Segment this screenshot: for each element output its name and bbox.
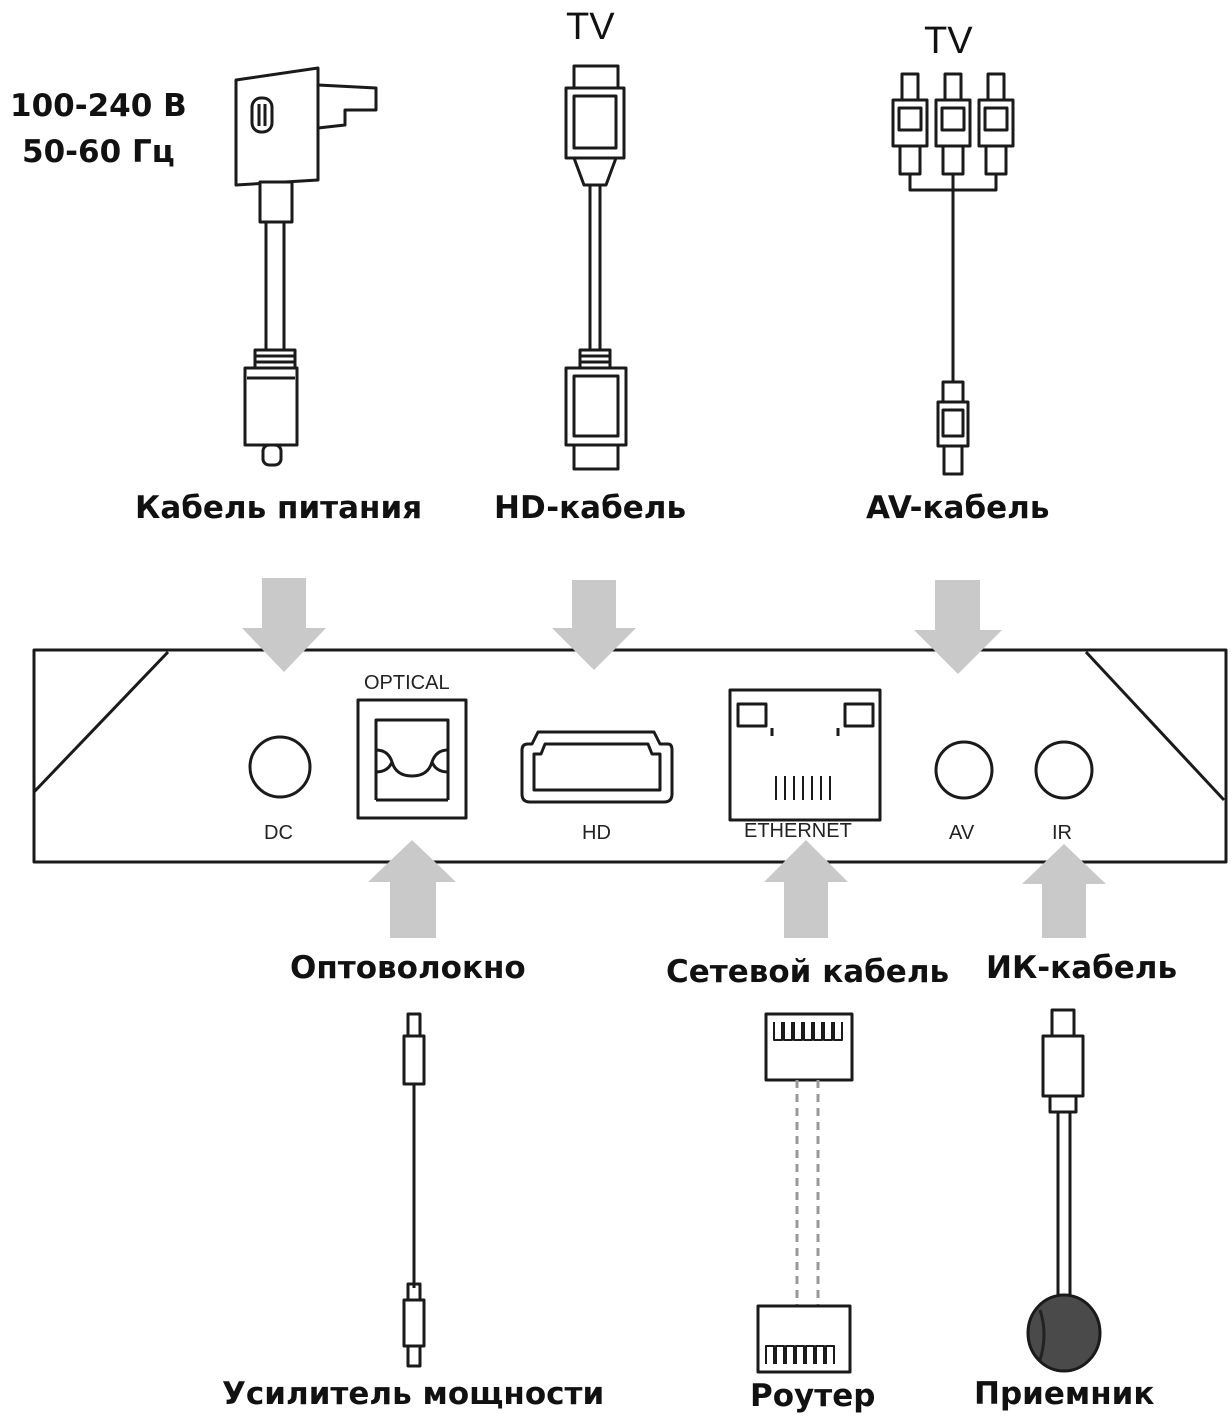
ir-cable-label: ИК-кабель	[986, 950, 1178, 986]
arrow-up-ir	[1022, 844, 1106, 938]
hd-cable-label: HD-кабель	[494, 490, 687, 526]
optical-cable-icon	[402, 1012, 426, 1368]
power-voltage-label: 100-240 В	[10, 88, 187, 124]
network-cable-icon	[756, 1012, 854, 1374]
ir-port-icon	[1034, 740, 1094, 800]
ethernet-port-label: ETHERNET	[744, 820, 852, 842]
network-cable-label: Сетевой кабель	[666, 954, 950, 990]
amplifier-label: Усилитель мощности	[222, 1376, 605, 1412]
arrow-up-ethernet	[764, 840, 848, 938]
av-tv-label: TV	[924, 20, 973, 62]
av-port-label: AV	[949, 822, 975, 844]
hd-port-icon	[520, 730, 674, 804]
av-port-icon	[934, 740, 994, 800]
av-cable-label: AV-кабель	[866, 490, 1050, 526]
power-frequency-label: 50-60 Гц	[22, 134, 175, 170]
ethernet-port-icon	[728, 688, 882, 822]
optical-fiber-label: Оптоволокно	[290, 950, 526, 986]
arrow-down-av	[914, 580, 1002, 674]
av-cable-icon	[891, 72, 1015, 476]
optical-port-icon	[356, 698, 468, 820]
device-rear-panel	[32, 648, 1228, 864]
arrow-up-optical	[368, 840, 456, 938]
hd-cable-icon	[564, 64, 628, 471]
power-cable-icon	[234, 66, 378, 467]
arrow-down-hd	[552, 580, 636, 670]
ir-cable-icon	[1041, 1008, 1085, 1300]
ir-port-label: IR	[1052, 822, 1072, 844]
dc-port-label: DC	[264, 822, 293, 844]
router-label: Роутер	[750, 1378, 876, 1414]
receiver-label: Приемник	[974, 1376, 1155, 1412]
hd-tv-label: TV	[566, 6, 615, 48]
ir-receiver-icon	[1026, 1293, 1102, 1373]
hd-port-label: HD	[582, 822, 611, 844]
arrow-down-dc	[242, 578, 326, 672]
power-cable-label: Кабель питания	[135, 490, 423, 526]
dc-port-icon	[248, 735, 312, 799]
optical-port-label: OPTICAL	[364, 672, 450, 694]
